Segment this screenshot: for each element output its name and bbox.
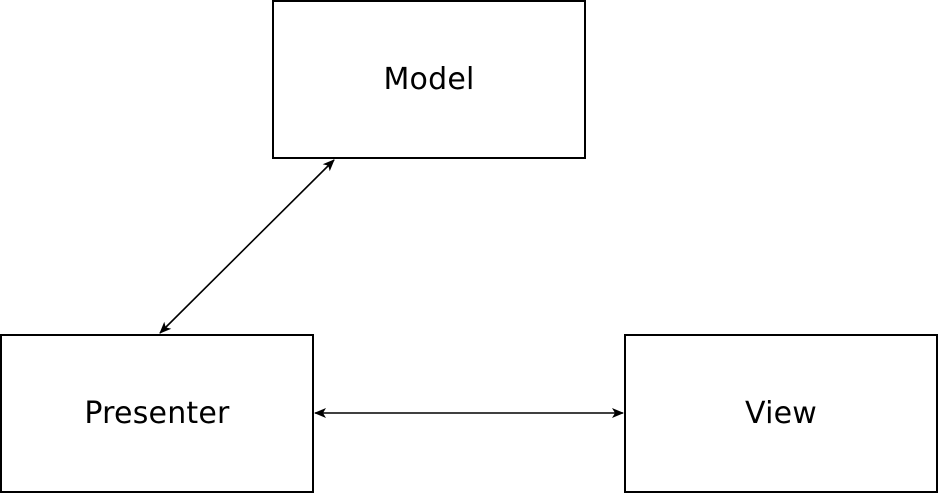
presenter-model-arrow <box>159 159 335 334</box>
presenter-label: Presenter <box>84 396 230 431</box>
view-node: View <box>624 334 938 493</box>
model-node: Model <box>272 0 586 159</box>
view-label: View <box>745 396 817 431</box>
model-label: Model <box>383 62 475 97</box>
presenter-node: Presenter <box>0 334 314 493</box>
